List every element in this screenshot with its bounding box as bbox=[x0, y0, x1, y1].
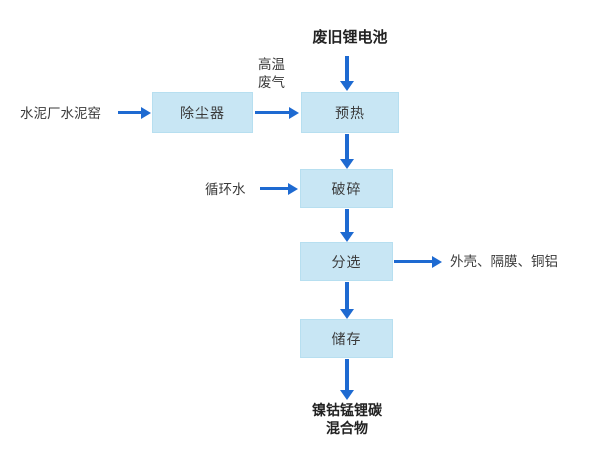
node-dust-remover: 除尘器 bbox=[152, 92, 253, 133]
arrow-head-right-icon bbox=[289, 107, 299, 119]
arrow-shaft bbox=[345, 209, 349, 232]
node-preheat-label: 预热 bbox=[335, 105, 365, 122]
arrow-shaft bbox=[394, 260, 432, 263]
arrow-head-right-icon bbox=[141, 107, 151, 119]
arrow-head-down-icon bbox=[340, 81, 354, 91]
label-sorted-parts: 外壳、隔膜、铜铝 bbox=[450, 254, 558, 270]
node-store: 储存 bbox=[300, 319, 393, 358]
arrow-shaft bbox=[255, 111, 289, 114]
label-mixture-line1: 镍钴锰锂碳 bbox=[312, 403, 382, 419]
arrow-head-right-icon bbox=[432, 256, 442, 268]
arrow-head-down-icon bbox=[340, 309, 354, 319]
label-hot-waste-gas-line2: 废气 bbox=[258, 75, 285, 91]
node-sort: 分选 bbox=[300, 242, 393, 281]
arrow-shaft bbox=[345, 56, 349, 81]
arrow-shaft bbox=[345, 282, 349, 309]
arrow-head-right-icon bbox=[288, 183, 298, 195]
label-mixture-output: 镍钴锰锂碳 混合物 bbox=[277, 402, 417, 438]
node-preheat: 预热 bbox=[301, 92, 399, 133]
arrow-head-down-icon bbox=[340, 232, 354, 242]
node-sort-label: 分选 bbox=[331, 254, 362, 271]
node-store-label: 储存 bbox=[331, 331, 362, 348]
node-dust-remover-label: 除尘器 bbox=[180, 105, 225, 122]
node-crush-label: 破碎 bbox=[331, 181, 362, 198]
arrow-shaft bbox=[345, 359, 349, 390]
arrow-head-down-icon bbox=[340, 390, 354, 400]
arrow-shaft bbox=[345, 134, 349, 159]
arrow-shaft bbox=[260, 187, 288, 190]
node-crush: 破碎 bbox=[300, 169, 393, 208]
label-circulating-water: 循环水 bbox=[205, 182, 246, 198]
label-hot-waste-gas: 高温 废气 bbox=[258, 56, 285, 92]
arrow-shaft bbox=[118, 111, 141, 114]
label-cement-kiln: 水泥厂水泥窑 bbox=[20, 106, 101, 122]
label-waste-lithium-battery: 废旧锂电池 bbox=[270, 28, 430, 46]
label-waste-lithium-battery-text: 废旧锂电池 bbox=[312, 28, 388, 46]
label-hot-waste-gas-line1: 高温 bbox=[258, 57, 285, 73]
label-mixture-line2: 混合物 bbox=[326, 421, 368, 437]
arrow-head-down-icon bbox=[340, 159, 354, 169]
